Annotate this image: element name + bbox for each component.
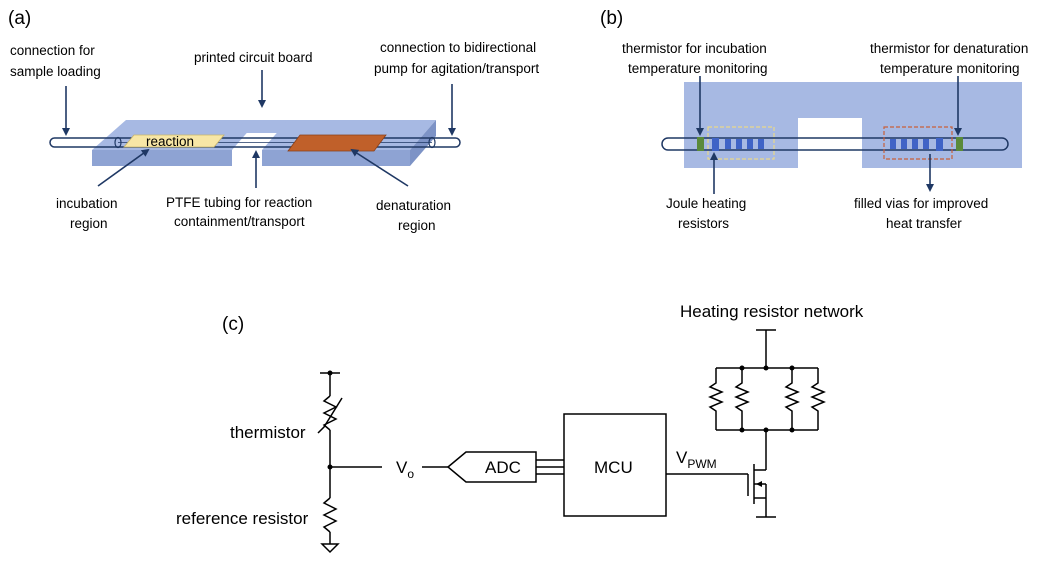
label-sample-loading-1: connection for [10,43,95,58]
joule-heating-resistors [712,138,764,151]
label-sample-loading-2: sample loading [10,64,101,79]
network-title: Heating resistor network [680,302,864,321]
label-vias-2: heat transfer [886,216,962,231]
panel-a: (a) reaction [8,8,539,233]
denaturation-zone-box [883,126,953,160]
resistor-incub-4 [747,139,753,149]
label-therm-incub-2: temperature monitoring [628,61,768,76]
label-therm-incub-1: thermistor for incubation [622,41,767,56]
thermistor-slash [317,397,343,434]
label-incubation-2: region [70,216,108,231]
label-pump-1: connection to bidirectional [380,40,536,55]
tube-outline [49,137,461,148]
label-vpwm: VPWM [676,448,717,471]
thermistor-denaturation [956,137,963,151]
node-bot-2 [763,427,769,433]
adc-label: ADC [485,458,521,477]
mcu-block [563,413,667,517]
reference-resistor-symbol [322,497,338,533]
reaction-label: reaction [146,134,194,149]
tube-gap-mask [798,137,862,151]
denaturation-region [287,134,387,152]
pcb-top-view [684,82,1022,168]
panel-b: (b) [600,8,1028,231]
via-5 [936,138,943,151]
label-therm-denat-2: temperature monitoring [880,61,1020,76]
label-vo: Vo [396,458,414,481]
label-incubation-1: incubation [56,196,118,211]
via-4 [923,139,929,149]
panel-a-label: (a) [8,8,31,29]
resistor-incub-2 [725,139,731,149]
thermistor-symbol [322,395,338,431]
panel-b-label: (b) [600,8,623,29]
via-1 [890,139,896,149]
label-therm-denat-1: thermistor for denaturation [870,41,1028,56]
arrow-incubation [97,148,150,187]
board-left-front [92,150,232,166]
mosfet [747,430,776,518]
via-2 [901,139,907,149]
voltage-divider [317,370,382,554]
label-reference-resistor: reference resistor [176,509,309,528]
heating-resistor-network [708,329,826,433]
board-right-front [262,150,410,166]
label-thermistor: thermistor [230,423,306,442]
label-denaturation-1: denaturation [376,198,451,213]
heater-resistor-3 [784,368,800,430]
filled-vias [890,138,943,151]
heater-resistor-2 [734,368,750,430]
panel-c: (c) Heating resistor network thermistor … [176,302,864,554]
label-pump-2: pump for agitation/transport [374,61,539,76]
node-top-2 [763,365,769,371]
arrow-denaturation [350,148,409,187]
body-arrow [756,481,762,487]
incubation-region [123,134,225,148]
board-right-side [410,120,436,166]
ground-symbol [320,543,340,554]
mcu-label: MCU [594,458,633,477]
tube-end-left [114,136,122,149]
label-ptfe-1: PTFE tubing for reaction [166,195,312,210]
thermistor-incubation [697,137,704,151]
via-3 [912,139,918,149]
label-pcb: printed circuit board [194,50,313,65]
label-joule-2: resistors [678,216,729,231]
label-denaturation-2: region [398,218,436,233]
heater-resistor-4 [810,368,826,430]
resistor-incub-5 [758,139,764,149]
label-ptfe-2: containment/transport [174,214,305,229]
panel-c-label: (c) [222,314,244,335]
heater-resistor-1 [708,368,724,430]
resistor-incub-1 [712,138,719,151]
label-vias-1: filled vias for improved [854,196,988,211]
tube-top-view [661,137,1009,151]
incubation-zone-box [707,126,775,160]
tube-end-right [428,136,436,149]
label-joule-1: Joule heating [666,196,746,211]
resistor-incub-3 [736,139,742,149]
